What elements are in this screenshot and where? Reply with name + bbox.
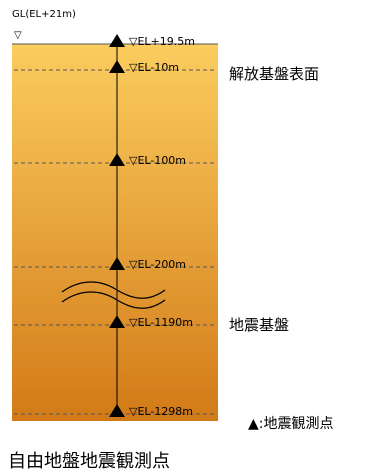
depth-break-symbol-lower: [61, 291, 166, 309]
depth-break-symbol: [61, 281, 166, 299]
observation-point-marker: [109, 404, 125, 417]
level-label: ▽EL-10m: [129, 61, 179, 74]
observation-point-marker: [109, 34, 125, 47]
observation-points: [109, 34, 125, 417]
ground-level-label: GL(EL+21m): [12, 9, 76, 20]
observation-point-marker: [109, 60, 125, 73]
level-label: ▽EL-1190m: [129, 316, 193, 329]
ground-surface-symbol: ▽: [14, 30, 22, 41]
observation-point-marker: [109, 257, 125, 270]
level-labels: ▽EL+19.5m ▽EL-10m ▽EL-100m ▽EL-200m ▽EL-1190…: [129, 35, 195, 418]
legend: ▲:地震観測点: [248, 415, 334, 432]
legend-text: :地震観測点: [259, 415, 334, 432]
observation-point-marker: [109, 153, 125, 166]
level-label: ▽EL-1298m: [129, 405, 193, 418]
observation-point-marker: [109, 315, 125, 328]
note-bedrock-surface: 解放基盤表面: [229, 65, 319, 83]
diagram-caption: 自由地盤地震観測点: [8, 451, 170, 472]
note-seismic-bedrock: 地震基盤: [229, 316, 289, 334]
level-label: ▽EL+19.5m: [129, 35, 195, 48]
legend-marker-icon: ▲: [248, 416, 259, 432]
level-label: ▽EL-200m: [129, 258, 186, 271]
level-label: ▽EL-100m: [129, 154, 186, 167]
soil-column: [12, 44, 218, 421]
